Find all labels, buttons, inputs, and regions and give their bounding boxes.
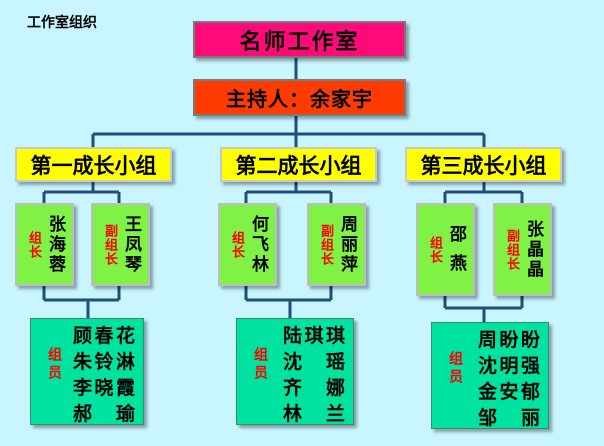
member-name: 朱铃淋 xyxy=(73,351,135,373)
studio-box: 名师工作室 xyxy=(193,21,406,58)
members-role-label: 组员 xyxy=(252,347,268,383)
group-2-leader-box: 组长 何飞林 xyxy=(218,203,277,286)
leader-name: 何飞林 xyxy=(248,214,268,275)
group-1-box: 第一成长小组 xyxy=(15,147,172,182)
group-1-deputy-box: 副组长 王凤琴 xyxy=(91,203,150,286)
group-1-members-box: 组员 顾春花 朱铃淋 李晓霞 郝 瑜 xyxy=(30,318,144,425)
group-3-members-box: 组员 周盼盼 沈明强 金安郁 邹 丽 xyxy=(431,322,549,429)
deputy-role-label: 副组长 xyxy=(504,228,519,271)
member-name: 邹 丽 xyxy=(478,407,540,429)
group-3-box: 第三成长小组 xyxy=(405,147,562,182)
members-list: 陆琪琪 沈 瑶 齐 娜 林 兰 xyxy=(283,323,345,427)
member-name: 郝 瑜 xyxy=(73,403,135,425)
deputy-role-label: 副组长 xyxy=(318,223,333,266)
members-role-label: 组员 xyxy=(46,347,62,383)
leader-name: 张海蓉 xyxy=(45,214,65,275)
group-2-members-box: 组员 陆琪琪 沈 瑶 齐 娜 林 兰 xyxy=(236,318,354,425)
deputy-name: 王凤琴 xyxy=(121,214,141,275)
group-3-deputy-box: 副组长 张晶晶 xyxy=(493,203,552,296)
leader-name: 邵 燕 xyxy=(446,225,466,274)
member-name: 沈 瑶 xyxy=(283,351,345,373)
members-list: 顾春花 朱铃淋 李晓霞 郝 瑜 xyxy=(73,323,135,427)
leader-role-label: 组长 xyxy=(229,230,244,259)
member-name: 金安郁 xyxy=(478,381,540,403)
leader-role-label: 组长 xyxy=(26,230,41,259)
member-name: 李晓霞 xyxy=(73,377,135,399)
deputy-name: 张晶晶 xyxy=(523,219,543,280)
group-2-deputy-box: 副组长 周丽萍 xyxy=(307,203,366,286)
member-name: 齐 娜 xyxy=(283,377,345,399)
deputy-name: 周丽萍 xyxy=(337,214,357,275)
members-role-label: 组员 xyxy=(447,351,463,387)
group-1-leader-box: 组长 张海蓉 xyxy=(15,203,74,286)
member-name: 周盼盼 xyxy=(478,329,540,351)
member-name: 顾春花 xyxy=(73,325,135,347)
members-list: 周盼盼 沈明强 金安郁 邹 丽 xyxy=(478,327,540,431)
host-box: 主持人：余家宇 xyxy=(193,79,406,116)
group-3-leader-box: 组长 邵 燕 xyxy=(416,203,475,296)
member-name: 陆琪琪 xyxy=(283,325,345,347)
leader-role-label: 组长 xyxy=(427,235,442,264)
page-title: 工作室组织 xyxy=(27,15,97,31)
group-2-box: 第二成长小组 xyxy=(220,147,377,182)
member-name: 沈明强 xyxy=(478,355,540,377)
member-name: 林 兰 xyxy=(283,403,345,425)
deputy-role-label: 副组长 xyxy=(102,223,117,266)
